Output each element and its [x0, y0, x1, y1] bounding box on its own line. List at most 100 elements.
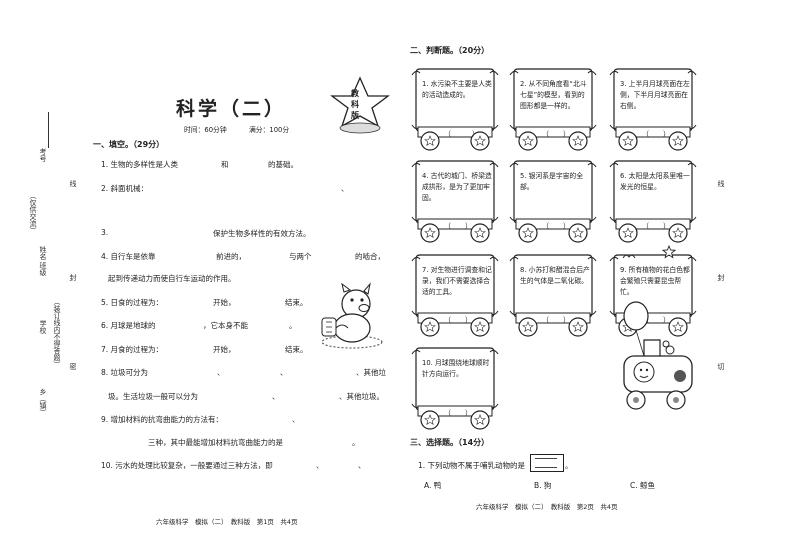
q3-text-b: 保护生物多样性的有效方法。: [213, 229, 311, 238]
scroll-frame-icon: [609, 254, 697, 337]
binding-label-school: 学校: [39, 320, 47, 334]
true-false-card: 1. 水污染不主要是人类的活动造成的。 （ ）: [410, 67, 500, 151]
q9-text-c: 三种，其中最能增加材料抗弯曲能力的是: [148, 438, 283, 447]
mc-option-a[interactable]: A. 鸭: [424, 481, 442, 490]
true-false-card: 7. 对生物进行调查和记录，我们不需要选择合适的工具。 （ ）: [410, 253, 500, 337]
binding-label-town: 乡（镇）: [39, 388, 47, 416]
card-answer-parentheses[interactable]: （ ）: [542, 130, 570, 138]
right-mark-seal: 封: [717, 274, 725, 281]
card-answer-parentheses[interactable]: （ ）: [542, 316, 570, 324]
binding-mark-line: 线: [69, 180, 77, 187]
card-question-text: 1. 水污染不主要是人类的活动造成的。: [422, 80, 492, 99]
q2-text-b: 、: [341, 184, 349, 193]
true-false-card: 5. 银河系是宇宙的全部。 （ ）: [508, 159, 598, 243]
scroll-frame-icon: [411, 160, 499, 243]
toy-train-icon: [623, 301, 693, 410]
stamp-char-2: 科: [351, 100, 359, 109]
q5-text-c: 结束。: [285, 298, 308, 307]
q7-text-b: 开始，: [213, 345, 236, 354]
binding-label-name: 姓名: [39, 246, 47, 260]
q4-text-b: 前进的，: [216, 252, 246, 261]
card-question-text: 8. 小苏打和醋混合后产生的气体是二氧化碳。: [520, 266, 590, 285]
small-star-icon: [662, 245, 676, 259]
scroll-frame-icon: [609, 68, 697, 151]
card-question-text: 2. 从不同角度看“北斗七星”的模型，看到的图形都是一样的。: [520, 80, 587, 110]
stamp-char-3: 版: [351, 111, 359, 120]
mc-q1-answer-box-lines: [535, 458, 557, 468]
card-question-text: 3. 上半月月球亮面在左侧，下半月月球亮面在右侧。: [620, 80, 690, 110]
true-false-card: 9. 所有植物的花白色都会繁殖只需要昆虫帮忙。 （ ）: [608, 253, 698, 337]
q8-text-f: 、: [272, 392, 280, 401]
binding-mark-secret: 密: [69, 363, 77, 370]
q9-text-d: 。: [352, 438, 360, 447]
section-3-heading: 三、选择题。（14分）: [410, 438, 490, 447]
scroll-frame-icon: [411, 68, 499, 151]
binding-label-exam-no: 考号: [39, 148, 47, 162]
binding-mark-seal: 封: [69, 274, 77, 281]
q8-text-a: 8. 垃圾可分为: [101, 368, 149, 377]
q8-text-e: 圾。生活垃圾一般可以分为: [108, 392, 198, 401]
q9-text-b: 、: [292, 415, 300, 424]
scroll-frame-icon: [509, 254, 597, 337]
q8-text-d: 、其他垃: [356, 368, 386, 377]
mc-q1-end: 。: [565, 461, 573, 470]
card-question-text: 4. 古代的城门、桥梁造成拱形，是为了更加牢固。: [422, 172, 492, 202]
exam-score: 满分：100分: [249, 126, 290, 134]
q1-text-a: 1. 生物的多样性是人类: [101, 160, 179, 169]
binding-note-no-answer: （装订线内不得答题）: [53, 298, 61, 368]
mc-option-b[interactable]: B. 狗: [534, 481, 552, 490]
q2-text-a: 2. 斜面机械：: [101, 184, 149, 193]
card-answer-parentheses[interactable]: （ ）: [642, 222, 670, 230]
q10-text-a: 10. 污水的处理比较复杂，一般要通过三种方法，即: [101, 461, 273, 470]
card-answer-parentheses[interactable]: （ ）: [444, 222, 472, 230]
q8-text-c: 、: [280, 368, 288, 377]
exam-time: 时间：60分钟: [184, 126, 227, 134]
footer-left: 六年级科学 模拟（二） 教科版 第1页 共4页: [156, 518, 298, 526]
true-false-card: 6. 太阳是太阳系里唯一发光的恒星。（ ）: [608, 159, 698, 243]
q5-text-b: 开始，: [213, 298, 236, 307]
right-mark-line: 线: [717, 180, 725, 187]
section-1-heading: 一、填空。（29分）: [93, 140, 165, 149]
q4-text-d: 的啮合，: [355, 252, 385, 261]
pig-illustration-icon: [321, 282, 383, 349]
q10-text-c: 、: [358, 461, 366, 470]
q4-text-c: 与两个: [289, 252, 312, 261]
q6-text-b: ，它本身不能: [203, 321, 248, 330]
card-question-text: 9. 所有植物的花白色都会繁殖只需要昆虫帮忙。: [620, 266, 690, 296]
q6-text-a: 6. 月球是地球的: [101, 321, 156, 330]
card-answer-parentheses[interactable]: （ ）: [444, 316, 472, 324]
q7-text-a: 7. 月食的过程为：: [101, 345, 164, 354]
card-answer-parentheses[interactable]: （ ）: [542, 222, 570, 230]
scroll-frame-icon: [509, 160, 597, 243]
scroll-frame-icon: [609, 160, 697, 243]
star-stamp-icon: [330, 76, 390, 134]
true-false-card: 10. 月球围绕地球顺时针方向运行。（ ）: [410, 346, 500, 430]
scroll-frame-icon: [509, 68, 597, 151]
footer-right: 六年级科学 模拟（二） 教科版 第2页 共4页: [476, 503, 618, 511]
binding-note-sharing: （仅供交流）: [29, 192, 37, 234]
card-question-text: 7. 对生物进行调查和记录，我们不需要选择合适的工具。: [422, 266, 492, 296]
true-false-card: 2. 从不同角度看“北斗七星”的模型，看到的图形都是一样的。 （ ）: [508, 67, 598, 151]
card-question-text: 5. 银河系是宇宙的全部。: [520, 172, 584, 191]
bird-icon: [622, 254, 636, 259]
stamp-char-1: 教: [351, 89, 359, 98]
card-answer-parentheses[interactable]: （ ）: [444, 130, 479, 138]
page-title: 科学（二）: [176, 98, 287, 120]
true-false-card: 3. 上半月月球亮面在左侧，下半月月球亮面在右侧。 （ ）: [608, 67, 698, 151]
q4-text-e: 起到传递动力而使自行车运动的作用。: [108, 274, 236, 283]
mc-option-c[interactable]: C. 鲸鱼: [630, 481, 656, 490]
section-2-heading: 二、判断题。（20分）: [410, 46, 490, 55]
scroll-frame-icon: [411, 347, 499, 430]
card-answer-parentheses[interactable]: （ ）: [642, 316, 670, 324]
q3-text-a: 3.: [101, 228, 109, 237]
q5-text-a: 5. 日食的过程为：: [101, 298, 164, 307]
q6-text-c: 。: [289, 321, 297, 330]
q10-text-b: 、: [316, 461, 324, 470]
card-answer-parentheses[interactable]: （ ）: [642, 130, 670, 138]
true-false-card: 8. 小苏打和醋混合后产生的气体是二氧化碳。 （ ）: [508, 253, 598, 337]
card-answer-parentheses[interactable]: （ ）: [444, 409, 472, 417]
q7-text-c: 结束。: [285, 345, 308, 354]
q9-text-a: 9. 增加材料的抗弯曲能力的方法有：: [101, 415, 224, 424]
binding-label-class: 班级: [39, 262, 47, 276]
q8-text-g: 、其他垃圾。: [339, 392, 384, 401]
